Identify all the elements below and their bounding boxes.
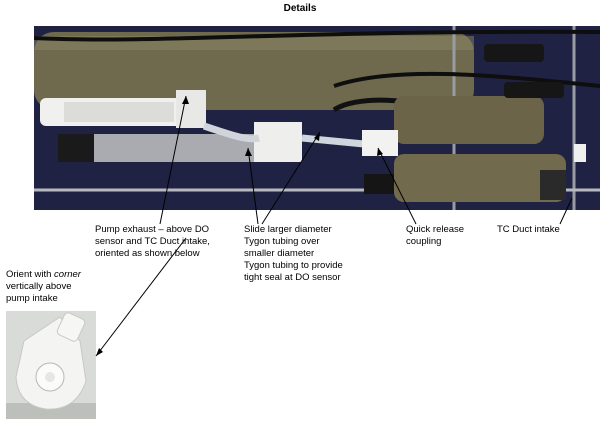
pump-to-photo-leader bbox=[95, 237, 187, 357]
quick-release-label: Quick release coupling bbox=[406, 224, 465, 247]
orient-label-post: vertically above pump intake bbox=[6, 281, 72, 304]
tubing-leader-1 bbox=[247, 147, 259, 225]
instrument-photo bbox=[34, 26, 600, 210]
pump-exhaust-leader bbox=[159, 95, 187, 225]
pump-photo bbox=[6, 311, 96, 419]
orient-label: Orient with corner vertically above pump… bbox=[6, 269, 81, 305]
tubing-label: Slide larger diameter Tygon tubing over … bbox=[244, 224, 343, 283]
orient-label-pre: Orient with bbox=[6, 269, 55, 280]
tc-duct-label: TC Duct intake bbox=[497, 224, 560, 235]
orient-label-corner: corner bbox=[54, 269, 81, 280]
diagram-title: Details bbox=[283, 3, 317, 14]
pump-exhaust-label: Pump exhaust – above DO sensor and TC Du… bbox=[95, 224, 210, 259]
tc-duct-leader bbox=[559, 197, 573, 225]
tubing-leader-2 bbox=[261, 131, 321, 225]
quick-release-leader bbox=[377, 147, 417, 225]
